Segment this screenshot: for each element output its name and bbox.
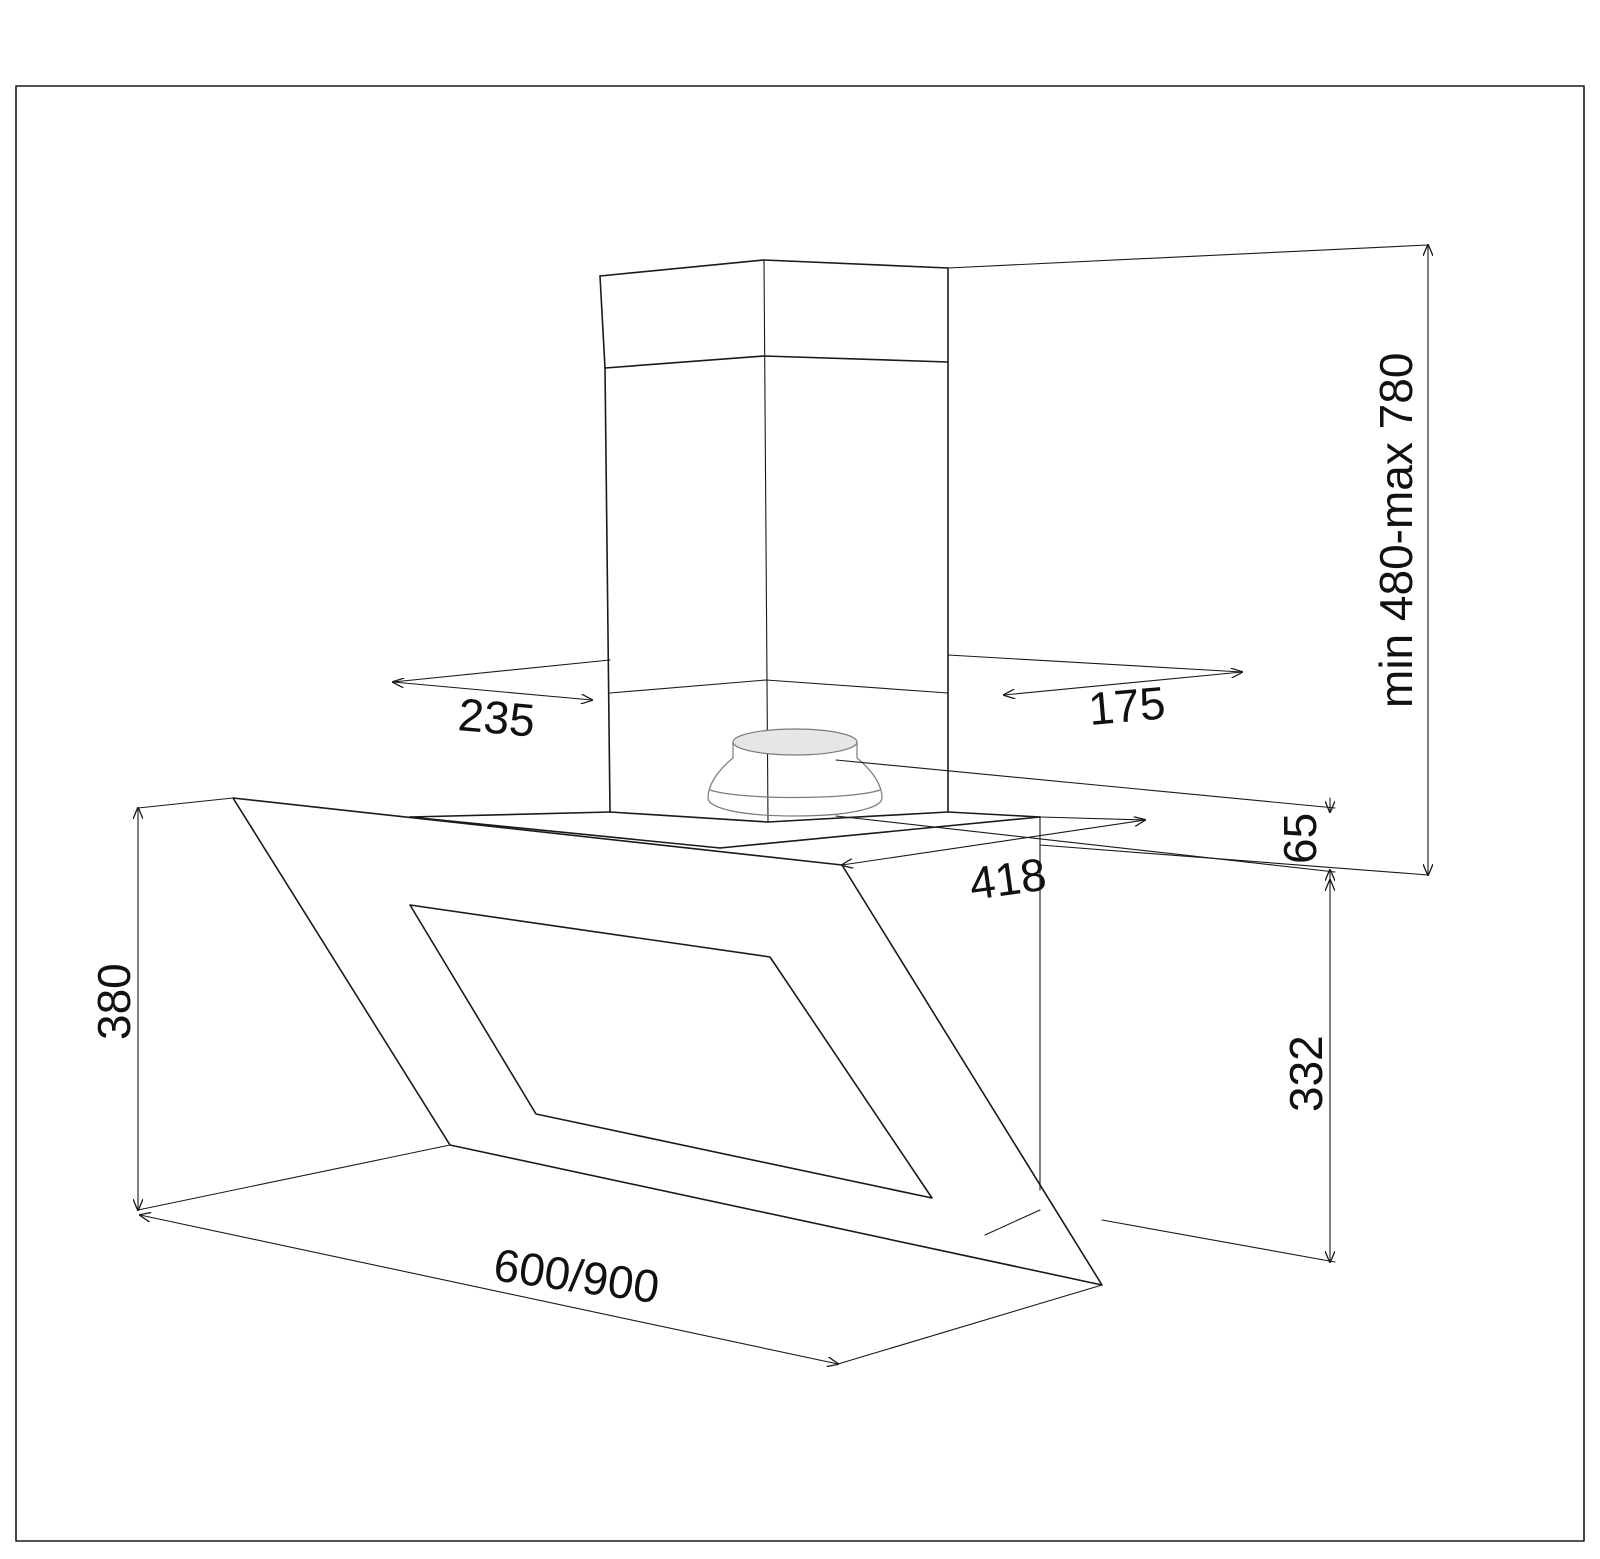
top-plate [409, 811, 1041, 1191]
chimney [599, 259, 949, 823]
dimension-lines [138, 245, 1428, 1364]
wall-height-label: 332 [1280, 1035, 1332, 1112]
outlet-height-label: 65 [1274, 813, 1326, 864]
left-offset-label: 235 [456, 688, 537, 746]
drawing-frame [15, 85, 1585, 1542]
right-offset-label: 175 [1086, 676, 1167, 734]
width-label: 600/900 [491, 1238, 663, 1313]
chimney-height-label: min 480-max 780 [1370, 353, 1422, 708]
exhaust-outlet [707, 728, 883, 817]
depth-label: 418 [966, 848, 1049, 910]
hood-height-label: 380 [88, 963, 140, 1040]
